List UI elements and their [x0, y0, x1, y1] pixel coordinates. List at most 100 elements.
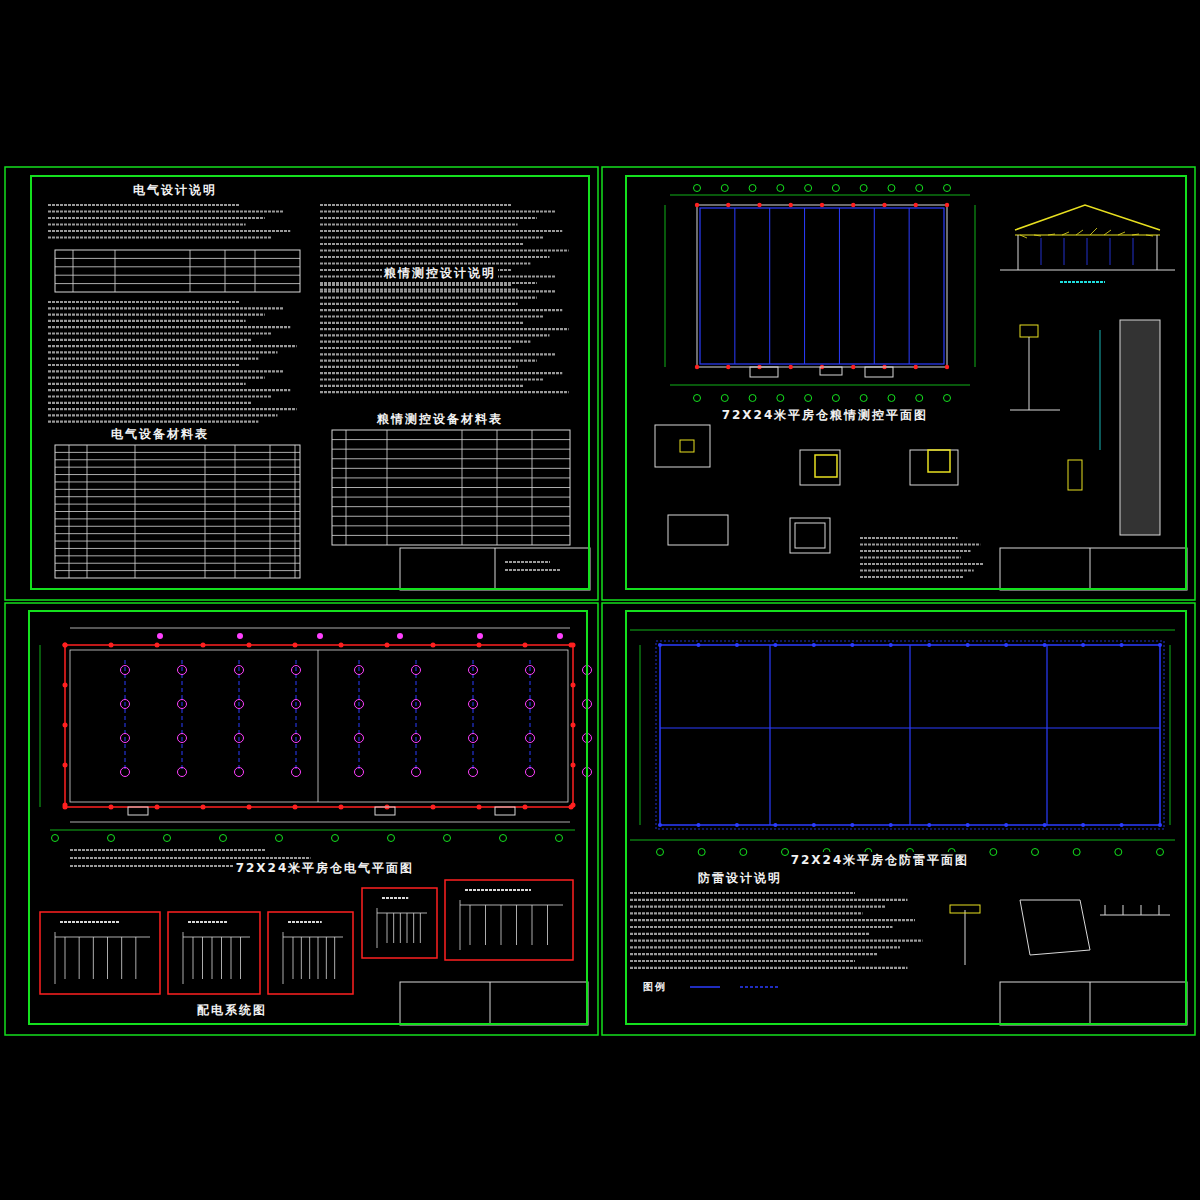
drawing-title: 配电系统图	[195, 1002, 269, 1019]
cad-line	[804, 208, 805, 364]
cad-line	[320, 391, 569, 393]
cad-dot	[696, 823, 700, 827]
cad-line	[320, 217, 537, 219]
cad-line	[40, 645, 41, 807]
cad-line	[1090, 548, 1091, 590]
cad-line	[205, 445, 206, 578]
cad-line	[48, 230, 290, 232]
cad-line	[135, 937, 136, 979]
cad-line	[60, 921, 120, 923]
cad-rect	[795, 523, 825, 548]
cad-line	[359, 660, 360, 770]
cad-line	[965, 910, 966, 965]
cad-line	[465, 889, 531, 891]
cad-line	[505, 569, 561, 571]
cad-line	[240, 937, 241, 979]
cad-ring	[526, 734, 535, 743]
cad-line	[48, 358, 258, 360]
cad-ring	[694, 395, 701, 402]
cad-line	[50, 830, 575, 831]
cad-line	[460, 905, 563, 906]
cad-line	[320, 210, 556, 212]
cad-line	[839, 208, 840, 364]
cad-line	[630, 892, 855, 894]
cad-line	[413, 913, 414, 943]
cad-rect	[656, 641, 1164, 829]
cad-line	[48, 307, 284, 309]
cad-rect	[697, 205, 947, 367]
cad-ring	[178, 700, 187, 709]
cad-line	[73, 250, 74, 292]
cad-ring	[526, 700, 535, 709]
cad-line	[225, 250, 226, 292]
cad-ring	[469, 768, 478, 777]
cad-line	[860, 550, 971, 552]
cad-line	[115, 250, 116, 292]
cad-line	[1087, 238, 1088, 265]
cad-ring	[276, 835, 283, 842]
cad-line	[547, 905, 548, 945]
cad-line	[630, 630, 1175, 631]
cad-line	[630, 905, 885, 907]
cad-line	[630, 953, 878, 955]
cad-ring	[292, 734, 301, 743]
cad-line	[70, 822, 570, 823]
cad-dot	[1158, 823, 1162, 827]
cad-line	[393, 913, 394, 943]
cad-line	[1110, 238, 1111, 265]
cad-line	[532, 430, 533, 545]
cad-ring	[178, 768, 187, 777]
cad-line	[296, 660, 297, 770]
cad-dot	[850, 643, 854, 647]
cad-line	[55, 489, 300, 490]
cad-ring	[388, 835, 395, 842]
cad-ring	[916, 185, 923, 192]
cad-line	[87, 445, 88, 578]
cad-line	[416, 660, 417, 770]
cad-line	[48, 320, 246, 322]
cad-rect	[70, 650, 568, 802]
cad-line	[320, 204, 511, 206]
cad-line	[332, 468, 570, 469]
cad-dot	[431, 805, 436, 810]
cad-line	[231, 937, 232, 979]
cad-dot	[1004, 823, 1008, 827]
cad-line	[387, 913, 388, 943]
cad-line	[1048, 234, 1055, 235]
cad-dot	[339, 643, 344, 648]
cad-rect	[815, 455, 837, 477]
cad-ring	[777, 185, 784, 192]
cad-ring	[860, 395, 867, 402]
cad-dot	[735, 643, 739, 647]
cad-line	[55, 570, 300, 571]
cad-line	[1090, 228, 1097, 235]
cad-line	[320, 372, 562, 374]
cad-ring	[332, 835, 339, 842]
cad-line	[332, 477, 570, 478]
cad-dot	[237, 633, 243, 639]
cad-dot	[820, 203, 824, 207]
cad-dot	[773, 643, 777, 647]
cad-dot	[1043, 823, 1047, 827]
cad-ring	[412, 700, 421, 709]
cad-line	[1076, 230, 1083, 235]
cad-line	[320, 223, 518, 225]
sheet-frame: 电气设计说明粮情测控设计说明电气设备材料表粮情测控设备材料表	[30, 175, 590, 590]
cad-ring	[355, 700, 364, 709]
cad-ring	[832, 395, 839, 402]
cad-line	[407, 913, 408, 943]
cad-rect	[1000, 548, 1187, 590]
cad-line	[860, 576, 964, 578]
cad-line	[640, 645, 641, 825]
cad-line	[1062, 232, 1069, 235]
cad-dot	[247, 643, 252, 648]
cad-dot	[914, 203, 918, 207]
cad-line	[1123, 905, 1124, 915]
cad-line	[48, 204, 239, 206]
cad-ring	[944, 395, 951, 402]
cad-line	[48, 217, 265, 219]
cad-line	[1046, 645, 1047, 825]
cad-dot	[523, 805, 528, 810]
cad-line	[48, 370, 284, 372]
